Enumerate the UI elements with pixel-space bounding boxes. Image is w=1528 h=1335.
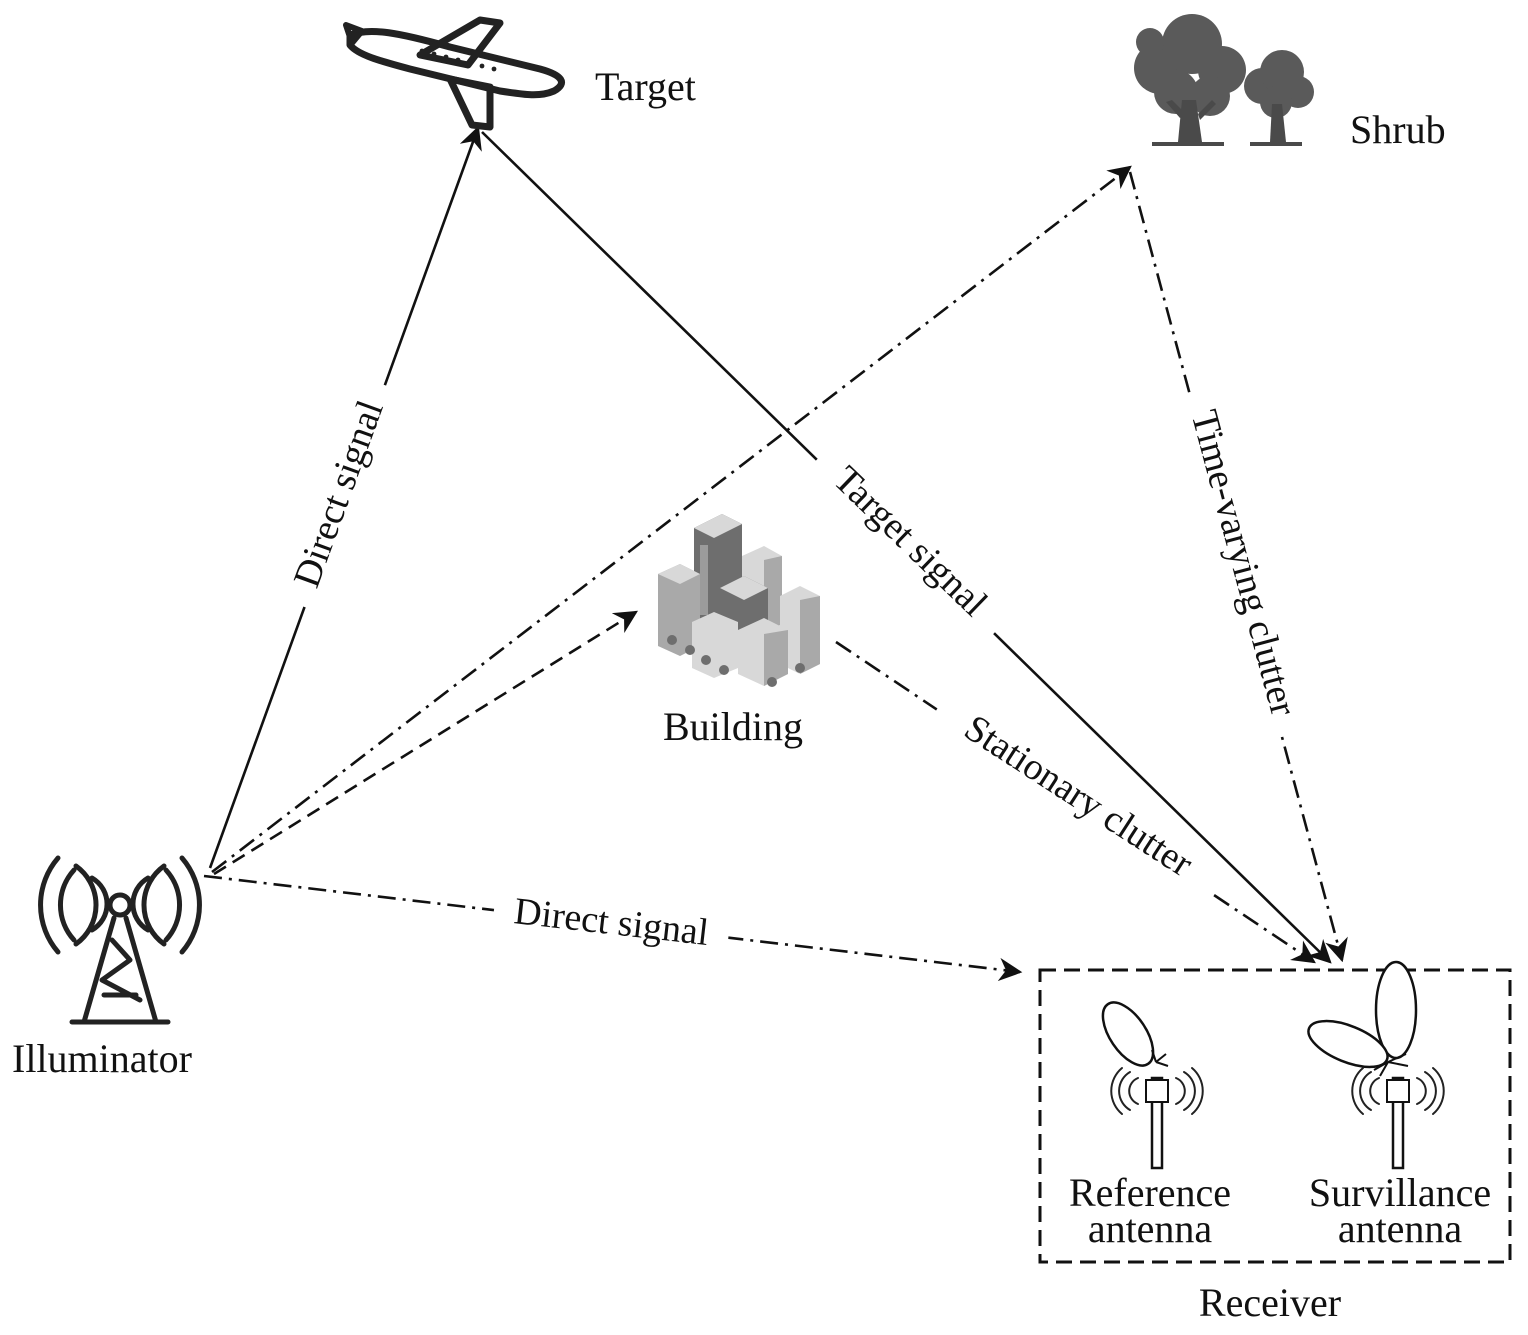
stationary-clutter-label: Stationary clutter (957, 707, 1201, 886)
illuminator-to-building-path (213, 610, 638, 876)
radio-tower-icon (38, 855, 202, 1025)
shrub-label: Shrub (1350, 107, 1446, 152)
surveillance-antenna-label-line2: antenna (1338, 1206, 1463, 1251)
time-varying-clutter-label: Time-varying clutter (1183, 406, 1305, 721)
city-buildings-icon (658, 514, 820, 687)
receiver-node: Reference antenna Survillanc (1038, 960, 1512, 1325)
illuminator-node: Illuminator (12, 855, 202, 1081)
illuminator-label: Illuminator (12, 1036, 192, 1081)
antenna-icon (1101, 1001, 1204, 1170)
time-varying-clutter-path (1128, 171, 1348, 963)
trees-icon (1134, 14, 1314, 146)
antenna-icon (1307, 960, 1445, 1170)
reference-antenna: Reference antenna (1069, 1001, 1231, 1251)
surveillance-antenna-label-line1: Survillance (1309, 1170, 1491, 1215)
reference-antenna-label-line1: Reference (1069, 1170, 1231, 1215)
receiver-box (1038, 968, 1512, 1264)
receiver-label: Receiver (1199, 1280, 1341, 1325)
illuminator-to-shrub-path (211, 165, 1132, 874)
target-label: Target (595, 64, 696, 109)
shrub-node: Shrub (1134, 14, 1446, 152)
target-node: Target (343, 16, 696, 131)
building-label: Building (663, 704, 803, 749)
building-node: Building (658, 514, 820, 749)
airplane-icon (343, 16, 565, 131)
surveillance-antenna: Survillance antenna (1307, 960, 1491, 1251)
reference-antenna-label-line2: antenna (1088, 1206, 1213, 1251)
target-signal-label: Target signal (825, 458, 995, 624)
